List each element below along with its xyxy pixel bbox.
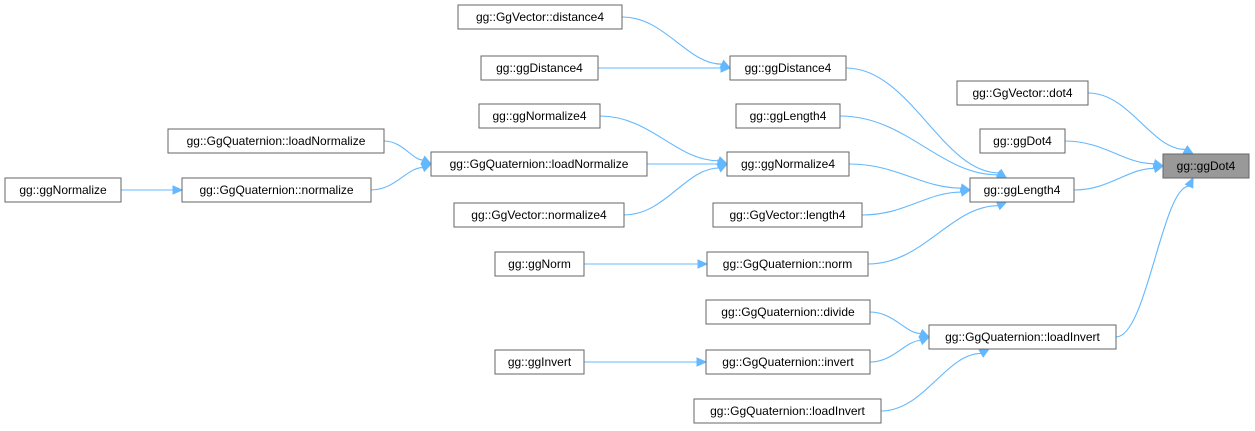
node-ggdistance4[interactable]: gg::ggDistance4 [480, 55, 599, 81]
node-label: gg::ggNormalize4 [492, 109, 586, 123]
node-ggquaternion-normalize[interactable]: gg::GgQuaternion::normalize [181, 177, 372, 203]
edge-line [845, 67, 999, 174]
edge-line [869, 339, 921, 363]
node-ggquaternion-loadnormalize-callee[interactable]: gg::GgQuaternion::loadNormalize [430, 151, 648, 177]
edge-arrowhead [978, 348, 991, 358]
edge-vec_distance4-to-ggDistance4_b [621, 16, 732, 69]
node-label: gg::ggDistance4 [745, 61, 832, 75]
node-label: gg::GgQuaternion::loadInvert [945, 330, 1100, 344]
node-ggvector-length4[interactable]: gg::GgVector::length4 [712, 202, 863, 228]
edge-ggNorm-to-quat_norm [584, 259, 709, 269]
node-ggquaternion-divide[interactable]: gg::GgQuaternion::divide [705, 299, 871, 325]
edge-quat_normalize-to-quat_loadNormalize_b [370, 163, 433, 191]
edge-line [1073, 167, 1155, 191]
edge-arrowhead [1184, 176, 1194, 189]
edge-quat_invert-to-quat_loadInvert_b [869, 336, 931, 363]
node-label: gg::ggNormalize4 [741, 157, 835, 171]
node-label: gg::ggInvert [508, 355, 572, 369]
edge-line [1115, 185, 1190, 338]
node-ggquaternion-loadinvert[interactable]: gg::GgQuaternion::loadInvert [693, 398, 882, 424]
node-ggvector-dot4[interactable]: gg::GgVector::dot4 [956, 80, 1089, 106]
node-ggquaternion-loadinvert-callee[interactable]: gg::GgQuaternion::loadInvert [928, 324, 1117, 350]
edge-line [880, 352, 982, 412]
edge-quat_loadNormalize_a-to-quat_loadNormalize_b [383, 140, 433, 165]
edge-quat_norm-to-ggLength4_b [867, 201, 1008, 265]
edge-vec_length4-to-ggLength4_b [861, 187, 972, 216]
node-label: gg::ggDot4 [1177, 159, 1236, 173]
node-label: gg::GgQuaternion::divide [721, 305, 855, 319]
node-ggdot4-target[interactable]: gg::ggDot4 [1162, 153, 1250, 179]
node-label: gg::GgQuaternion::loadNormalize [450, 157, 629, 171]
node-label: gg::ggLength4 [750, 109, 827, 123]
node-label: gg::ggLength4 [984, 183, 1061, 197]
node-label: gg::GgVector::normalize4 [471, 208, 607, 222]
edge-ggInvert-to-quat_invert [583, 357, 708, 367]
edge-arrowhead [720, 63, 732, 73]
edge-line [869, 311, 921, 335]
node-label: gg::GgVector::length4 [729, 208, 845, 222]
node-ggvector-distance4[interactable]: gg::GgVector::distance4 [457, 4, 623, 30]
edge-arrowhead [172, 185, 184, 195]
edge-arrowhead [1152, 163, 1165, 174]
edge-quat_divide-to-quat_loadInvert_b [869, 311, 931, 338]
edge-line [839, 115, 998, 176]
node-label: gg::GgQuaternion::normalize [199, 183, 353, 197]
edge-arrowhead [420, 163, 433, 173]
node-ggquaternion-norm[interactable]: gg::GgQuaternion::norm [706, 251, 869, 277]
edge-line [383, 140, 423, 161]
edge-line [861, 191, 962, 216]
edge-ggNormalize-to-quat_normalize [120, 185, 184, 195]
edge-ggNormalize4_b-to-ggLength4_b [848, 163, 972, 193]
node-ggnormalize4-callee[interactable]: gg::ggNormalize4 [726, 151, 850, 177]
call-graph-edges [120, 16, 1195, 412]
node-label: gg::GgVector::dot4 [972, 86, 1072, 100]
edge-line [1087, 92, 1186, 151]
node-ggquaternion-loadnormalize[interactable]: gg::GgQuaternion::loadNormalize [167, 128, 385, 154]
node-label: gg::GgQuaternion::invert [722, 355, 854, 369]
node-label: gg::GgQuaternion::norm [723, 257, 852, 271]
node-label: gg::GgQuaternion::loadInvert [710, 404, 865, 418]
edge-vec_dot4-to-ggDot4_target [1087, 92, 1195, 155]
node-ggnorm[interactable]: gg::ggNorm [494, 251, 585, 277]
node-gglength4-callee[interactable]: gg::ggLength4 [969, 177, 1075, 203]
edge-quat_loadInvert_b-to-ggDot4_target [1115, 176, 1194, 338]
edge-quat_loadInvert_a-to-quat_loadInvert_b [880, 348, 991, 412]
edge-arrowhead [918, 336, 931, 346]
edge-vec_normalize4-to-ggNormalize4_b [623, 163, 729, 216]
edge-arrowhead [959, 187, 972, 197]
node-gglength4[interactable]: gg::ggLength4 [735, 103, 841, 129]
node-ggnormalize[interactable]: gg::ggNormalize [4, 177, 122, 203]
edge-line [599, 115, 719, 162]
edge-ggDistance4_a-to-ggDistance4_b [598, 63, 732, 73]
edge-line [370, 167, 423, 191]
node-label: gg::ggNorm [508, 257, 571, 271]
node-ggvector-normalize4[interactable]: gg::GgVector::normalize4 [453, 202, 625, 228]
edge-arrowhead [716, 163, 729, 173]
edge-arrowhead [697, 259, 709, 269]
edge-arrowhead [918, 328, 931, 338]
node-gginvert[interactable]: gg::ggInvert [494, 349, 585, 375]
node-ggquaternion-invert[interactable]: gg::GgQuaternion::invert [705, 349, 871, 375]
node-ggdistance4-callee[interactable]: gg::ggDistance4 [729, 55, 847, 81]
edge-arrowhead [1182, 145, 1195, 155]
call-graph-nodes: gg::GgVector::distance4 gg::ggDistance4 … [4, 4, 1250, 424]
node-label: gg::ggDot4 [993, 134, 1052, 148]
edge-line [867, 205, 999, 265]
node-label: gg::ggNormalize [19, 183, 107, 197]
edge-ggLength4_b-to-ggDot4_target [1073, 163, 1165, 191]
edge-line [623, 167, 719, 216]
node-ggnormalize4[interactable]: gg::ggNormalize4 [478, 103, 601, 129]
node-ggdot4[interactable]: gg::ggDot4 [979, 128, 1066, 154]
edge-arrowhead [995, 201, 1008, 211]
node-label: gg::GgQuaternion::loadNormalize [187, 134, 366, 148]
node-label: gg::GgVector::distance4 [476, 10, 604, 24]
node-label: gg::ggDistance4 [496, 61, 583, 75]
edge-arrowhead [420, 155, 433, 165]
edge-line [1064, 140, 1155, 165]
edge-line [621, 16, 722, 65]
edge-ggDot4_a-to-ggDot4_target [1064, 140, 1165, 169]
edge-line [848, 163, 962, 189]
edge-arrowhead [696, 357, 708, 367]
